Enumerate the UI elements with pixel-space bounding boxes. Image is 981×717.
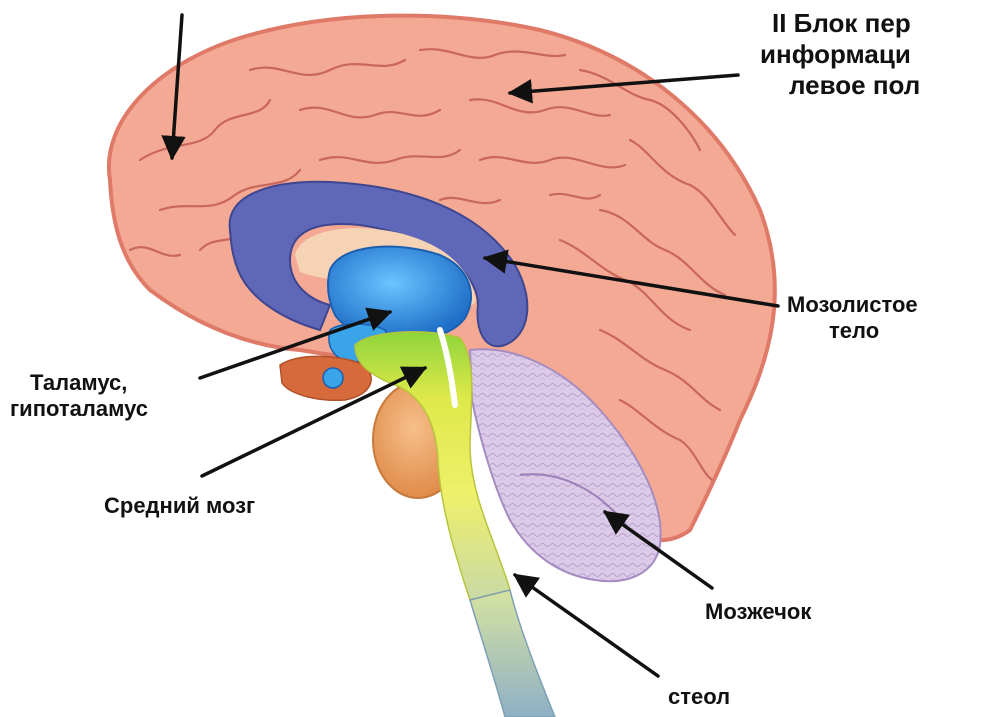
label-midbrain: Средний мозг (104, 493, 255, 519)
label-stem-text: стеол (668, 684, 730, 709)
label-cerebellum: Мозжечок (705, 599, 811, 625)
label-block-2-line-2: информаци (760, 39, 920, 70)
label-midbrain-text: Средний мозг (104, 493, 255, 518)
arrow-stem (515, 575, 658, 676)
label-thalamus-line-2: гипоталамус (10, 396, 148, 422)
label-cerebellum-text: Мозжечок (705, 599, 811, 624)
label-stem: стеол (668, 684, 730, 710)
label-corpus-callosum-line-2: тело (829, 318, 918, 344)
label-block-2-line-1: II Блок пер (772, 8, 920, 39)
label-thalamus: Таламус, гипоталамус (10, 370, 148, 422)
label-block-2-line-3: левое пол (789, 70, 920, 101)
label-block-2: II Блок пер информаци левое пол (772, 8, 920, 101)
label-thalamus-line-1: Таламус, (30, 370, 148, 396)
label-corpus-callosum-line-1: Мозолистое (787, 292, 918, 318)
pituitary (323, 368, 343, 388)
label-corpus-callosum: Мозолистое тело (787, 292, 918, 344)
spinal-cord (470, 590, 555, 717)
